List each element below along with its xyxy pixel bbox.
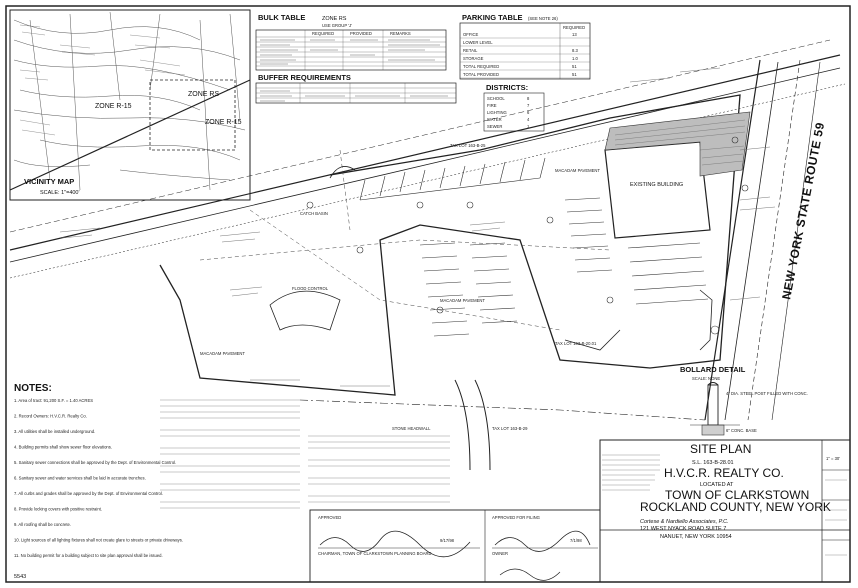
district-row-label: SCHOOL bbox=[487, 96, 505, 101]
parking-row-label: LOWER LEVEL bbox=[463, 40, 493, 45]
approval-block: APPROVED APPROVED FOR FILING CHAIRMAN, T… bbox=[309, 509, 601, 583]
catch-basin-label: CATCH BASIN bbox=[300, 211, 328, 216]
firm-address: 121 WEST NYACK ROAD SUITE 7 bbox=[640, 526, 726, 532]
bulk-table-title: BULK TABLE bbox=[258, 13, 305, 22]
lot-bottom-label: TAX LOT 163-B-29 bbox=[492, 426, 528, 431]
parking-row-value: 51 bbox=[572, 72, 577, 77]
approved-label: APPROVED bbox=[318, 515, 341, 520]
bulk-table-zone: ZONE RS bbox=[322, 16, 347, 22]
bollard-post-label: 4" DIA. STEEL POST FILLED WITH CONC. bbox=[726, 391, 808, 396]
stone-headwall-label: STONE HEADWALL bbox=[392, 426, 431, 431]
district-row-label: WATER bbox=[487, 117, 502, 122]
parking-title: PARKING TABLE bbox=[462, 13, 523, 22]
owner-label: OWNER bbox=[492, 551, 508, 556]
notes-block: NOTES: 1. Area of tract: 91,200 S.F. = 1… bbox=[14, 383, 450, 558]
route-59-label: NEW YORK STATE ROUTE 59 bbox=[779, 121, 827, 301]
district-row-value: 7 bbox=[527, 103, 530, 108]
parking-row-value: 8.3 bbox=[572, 48, 578, 53]
parking-row-value: 13 bbox=[572, 32, 577, 37]
district-row-label: SEWER bbox=[487, 124, 502, 129]
note-item: 4. Building permits shall show sewer flo… bbox=[14, 445, 112, 450]
district-row-label: LIGHTING bbox=[487, 110, 507, 115]
parking-col-required: REQUIRED bbox=[563, 25, 585, 30]
buffer-requirements: BUFFER REQUIREMENTS bbox=[255, 73, 457, 104]
note-item: 8. Provide locking covers with positive … bbox=[14, 507, 102, 512]
districts-title: DISTRICTS: bbox=[486, 83, 528, 92]
note-item: 7. All curbs and grades shall be approve… bbox=[14, 491, 163, 496]
firm-city: NANUET, NEW YORK 10954 bbox=[660, 534, 732, 540]
vicinity-map-scale: SCALE: 1"=400' bbox=[40, 190, 80, 196]
bollard-title: BOLLARD DETAIL bbox=[680, 365, 746, 374]
approved-filing-label: APPROVED FOR FILING bbox=[492, 515, 540, 520]
approval-date: 9/17/98 bbox=[440, 538, 455, 543]
district-row-label: FIRE bbox=[487, 103, 497, 108]
district-row-value: 8 bbox=[527, 96, 530, 101]
flood-control-label: FLOOD CONTROL bbox=[292, 286, 329, 291]
zone-label-1: ZONE R-15 bbox=[95, 103, 132, 110]
site-drawing: NEW YORK STATE ROUTE 59 EXISTING BUILDIN… bbox=[9, 39, 846, 471]
note-item: 2. Record Owners: H.V.C.R. Realty Co. bbox=[14, 414, 87, 419]
note-item: 5. Sanitary sewer connections shall be a… bbox=[14, 460, 176, 465]
parking-row-label: TOTAL REQUIRED bbox=[463, 64, 499, 69]
district-row-value: 6 bbox=[527, 110, 530, 115]
chairman-signature-label: CHAIRMAN, TOWN OF CLARKSTOWN PLANNING BO… bbox=[318, 551, 432, 556]
zone-label-2: ZONE RS bbox=[188, 91, 219, 98]
parking-row-value: 51 bbox=[572, 64, 577, 69]
client-name: H.V.C.R. REALTY CO. bbox=[664, 466, 784, 480]
note-item: 1. Area of tract: 91,200 S.F. = 1.40 ACR… bbox=[14, 398, 93, 403]
county-name: ROCKLAND COUNTY, NEW YORK bbox=[640, 500, 831, 514]
notes-title: NOTES: bbox=[14, 383, 52, 394]
district-row-value: 1 bbox=[527, 124, 530, 129]
zone-label-3: ZONE R-15 bbox=[205, 119, 242, 126]
note-item: 3. All utilities shall be installed unde… bbox=[14, 429, 95, 434]
lot-mid-label: TAX LOT 163-B-20.01 bbox=[555, 341, 597, 346]
macadam-label-2: MACADAM PAVEMENT bbox=[555, 168, 600, 173]
district-row-value: 4 bbox=[527, 117, 530, 122]
macadam-label-1: MACADAM PAVEMENT bbox=[440, 298, 485, 303]
bulk-col-required: REQUIRED bbox=[312, 31, 334, 36]
bulk-col-remarks: REMARKS bbox=[390, 31, 411, 36]
parking-table: PARKING TABLE (SEE NOTE 26) REQUIRED OFF… bbox=[459, 13, 591, 80]
parking-note: (SEE NOTE 26) bbox=[528, 16, 558, 21]
parking-row-value: 1.0 bbox=[572, 56, 578, 61]
note-item: 11. No building permit for a building su… bbox=[14, 553, 163, 558]
parking-row-label: TOTAL PROVIDED bbox=[463, 72, 499, 77]
parking-row-label: OFFICE bbox=[463, 32, 479, 37]
parking-row-label: STORAGE bbox=[463, 56, 484, 61]
bulk-table: BULK TABLE ZONE RS USE GROUP 'J' REQUIRE… bbox=[255, 13, 447, 71]
title-block: SITE PLAN S.L. 163-B-28.01 H.V.C.R. REAL… bbox=[599, 439, 851, 583]
located-at: LOCATED AT bbox=[700, 482, 734, 488]
note-item: 10. Light sources of all lighting fixtur… bbox=[14, 538, 183, 543]
existing-building-label: EXISTING BUILDING bbox=[630, 182, 683, 188]
bulk-table-use-group: USE GROUP 'J' bbox=[322, 23, 352, 28]
owner-date: 7/1/98 bbox=[570, 538, 582, 543]
sheet-number: 5543 bbox=[14, 574, 26, 580]
note-item: 6. Sanitary sewer and water services sha… bbox=[14, 476, 146, 481]
bollard-detail: BOLLARD DETAIL SCALE: NONE 4" DIA. STEEL… bbox=[680, 365, 808, 436]
macadam-label-3: MACADAM PAVEMENT bbox=[200, 351, 245, 356]
town-name: TOWN OF CLARKSTOWN bbox=[665, 488, 809, 502]
firm-name: Cortese & Nardiello Associates, P.C. bbox=[640, 519, 729, 525]
bollard-scale: SCALE: NONE bbox=[692, 376, 720, 381]
note-item: 9. All roofing shall be concrete. bbox=[14, 522, 71, 527]
existing-building: EXISTING BUILDING bbox=[604, 111, 751, 239]
bollard-base-label: 6" CONC. BASE bbox=[726, 428, 757, 433]
vicinity-map: ZONE R-15 ZONE RS ZONE R-15 VICINITY MAP… bbox=[9, 9, 251, 201]
buffer-title: BUFFER REQUIREMENTS bbox=[258, 73, 351, 82]
drawing-title: SITE PLAN bbox=[690, 442, 751, 456]
vicinity-map-title: VICINITY MAP bbox=[24, 177, 74, 186]
parking-row-label: RETAIL bbox=[463, 48, 478, 53]
sheet-scale: 1" = 30' bbox=[826, 456, 840, 461]
drawing-lot: S.L. 163-B-28.01 bbox=[692, 460, 734, 466]
bulk-col-provided: PROVIDED bbox=[350, 31, 372, 36]
lot-top-label: TAX LOT 163-B-25 bbox=[450, 143, 486, 148]
